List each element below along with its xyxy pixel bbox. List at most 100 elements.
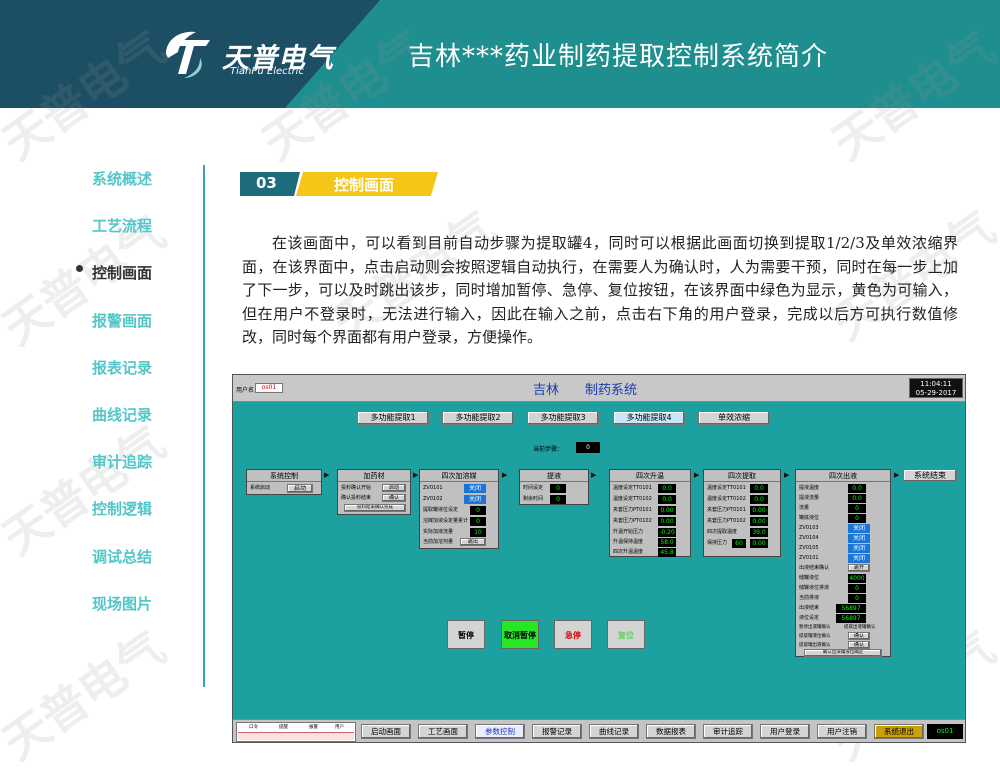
hmi-user-field: os01 (255, 383, 283, 393)
hmi-tab-extract-3[interactable]: 多功能提取3 (527, 411, 599, 425)
sidebar-active-bullet (76, 265, 83, 272)
discharge-confirm-button[interactable]: 确认 (848, 641, 870, 649)
panel-row-label: 当前加溶剂量 (423, 539, 454, 545)
nav-data-report[interactable]: 数据报表 (646, 724, 696, 739)
value-readout: 10 (470, 528, 486, 537)
value-readout: 0.0 (848, 494, 866, 503)
add-material-start-button[interactable]: 启动 (382, 484, 406, 492)
panel-row-label: 提取罐出液确认 (799, 643, 831, 648)
valve-state: 关闭 (848, 554, 870, 563)
header-banner: 天普电气 TianPu Electric 吉林***药业制药提取控制系统简介 (0, 0, 1000, 108)
panel-row-label: 出液结束 (799, 605, 820, 611)
panel-row-label: 确认投料结束 (341, 495, 372, 501)
cancel-pause-button[interactable]: 取消暂停 (501, 620, 539, 649)
arrow-icon: ▶ (694, 471, 700, 479)
watermark: 天普电气 (0, 620, 175, 771)
hmi-tab-extract-1[interactable]: 多功能提取1 (357, 411, 429, 425)
discharge-footer-button[interactable]: 确认出液罐液位确定 (804, 649, 882, 657)
hmi-bottom-bar: 口令 提醒 报警 用户 启动画面 工艺画面 参数控制 报警记录 曲线记录 数据报… (233, 719, 965, 742)
nav-parameter-control[interactable]: 参数控制 (475, 724, 525, 739)
value-readout: 0 (848, 584, 866, 593)
sidebar-item-debug[interactable]: 调试总结 (92, 548, 153, 566)
nav-user-logout[interactable]: 用户注销 (817, 724, 867, 739)
status-col-label: 提醒 (279, 725, 288, 730)
value-readout: 0.00 (750, 539, 768, 548)
value-readout: 45.8 (658, 548, 676, 557)
hmi-tab-extract-2[interactable]: 多功能提取2 (442, 411, 514, 425)
emergency-stop-button[interactable]: 急停 (554, 620, 592, 649)
hmi-panel-discharge: 四次出液 提液温度 0.0 提液流量 0.0 流量 0 罐底液位 0 ZV010… (795, 469, 891, 657)
value-readout: 0 (848, 594, 866, 603)
panel-row-label: 储罐液位排液 (799, 585, 830, 591)
hmi-panel-extract-4: 四次提取 温度设定TT0101 0.0 温度设定TT0102 0.0 夹套压力P… (703, 469, 781, 557)
panel-row-label: 剩余时间 (523, 496, 544, 502)
system-start-button[interactable]: 启动 (287, 484, 313, 493)
logo-english-text: TianPu Electric (230, 66, 304, 77)
value-readout: 60 (732, 539, 746, 548)
value-readout: 4000 (848, 574, 866, 583)
sidebar-item-logic[interactable]: 控制逻辑 (92, 500, 153, 518)
nav-process-screen[interactable]: 工艺画面 (418, 724, 468, 739)
panel-row-label: 出液结束确认 (799, 565, 830, 571)
discharge-confirm-button[interactable]: 确认 (848, 632, 870, 640)
add-material-footer-button[interactable]: 投料结束确认完成 (344, 504, 406, 512)
nav-curve-record[interactable]: 曲线记录 (589, 724, 639, 739)
system-end-button[interactable]: 系统结束 (903, 469, 957, 482)
nav-startup-screen[interactable]: 启动画面 (361, 724, 411, 739)
panel-row-label: 实际加液流量 (423, 529, 454, 535)
sidebar-item-overview[interactable]: 系统概述 (92, 170, 153, 188)
value-readout: 39.0 (750, 528, 768, 537)
valve-state: 关闭 (848, 534, 870, 543)
panel-row-label: 储罐液位 (799, 575, 820, 581)
pause-button[interactable]: 暂停 (447, 620, 485, 649)
panel-row-label: 投料确认开始 (341, 485, 372, 491)
panel-row-label: ZV0105 (799, 545, 819, 551)
panel-row-label: 夹套压力PT0102 (707, 518, 746, 524)
hmi-clock-date: 05-29-2017 (915, 389, 957, 397)
hmi-panel-heat-solvent: 四次加溶媒 ZV0101 关闭 ZV0102 关闭 提取罐液位设定 0 溶媒加液… (419, 469, 499, 549)
panel-row-label: 夹套压力PT0101 (613, 507, 652, 513)
sidebar-item-alarm[interactable]: 报警画面 (92, 312, 153, 330)
section-title: 控制画面 (296, 172, 438, 196)
status-col-label: 用户 (335, 725, 344, 730)
arrow-icon: ▶ (894, 471, 900, 479)
sidebar-item-process[interactable]: 工艺流程 (92, 217, 153, 235)
value-readout: 0 (470, 506, 486, 515)
add-material-confirm-button[interactable]: 确认 (382, 494, 406, 502)
panel-row-label: 温度设定TT0102 (613, 496, 652, 502)
hmi-screen: 用户名 os01 吉林 制药系统 11:04:11 05-29-2017 多功能… (232, 374, 966, 743)
nav-system-exit[interactable]: 系统退出 (874, 724, 924, 739)
hmi-tab-single-concentrate[interactable]: 单效浓缩 (698, 411, 770, 425)
watermark: 天普电气 (0, 415, 175, 566)
skip-button[interactable]: 跳出 (460, 538, 486, 546)
nav-audit-trail[interactable]: 审计追踪 (703, 724, 753, 739)
sidebar-item-control[interactable]: 控制画面 (92, 264, 153, 282)
panel-row-label: 温度设定TT0101 (613, 485, 652, 491)
sidebar-item-audit[interactable]: 审计追踪 (92, 453, 153, 471)
page-title: 吉林***药业制药提取控制系统简介 (408, 42, 829, 72)
sidebar-item-report[interactable]: 报表记录 (92, 359, 153, 377)
value-readout: 56897 (836, 604, 866, 613)
nav-user-login[interactable]: 用户登录 (760, 724, 810, 739)
panel-row-label: 时间设定 (523, 485, 544, 491)
reset-button[interactable]: 复位 (607, 620, 645, 649)
panel-row-label: 夹套压力PT0102 (613, 518, 652, 524)
tianpu-logo-icon (166, 31, 210, 78)
hmi-title-bar: 用户名 os01 吉林 制药系统 11:04:11 05-29-2017 (233, 375, 965, 402)
value-readout: 0.0 (848, 484, 866, 493)
panel-row-label: 提液温度 (799, 485, 820, 491)
nav-alarm-record[interactable]: 报警记录 (532, 724, 582, 739)
hmi-tab-extract-4[interactable]: 多功能提取4 (613, 411, 685, 425)
panel-row-label: 温度设定TT0102 (707, 496, 746, 502)
panel-title: 系统控制 (247, 470, 321, 482)
hmi-current-step-label: 当前步骤： (533, 446, 564, 453)
sidebar-item-curve[interactable]: 曲线记录 (92, 406, 153, 424)
panel-row-label: 提液流量 (799, 495, 820, 501)
valve-state: 关闭 (464, 495, 486, 504)
hmi-panel-extract: 提液 时间设定 0 剩余时间 0 (519, 469, 589, 505)
valve-state: 关闭 (464, 484, 486, 493)
sidebar-item-photos[interactable]: 现场图片 (92, 595, 153, 613)
value-readout: 0.0 (658, 495, 676, 504)
discharge-skip-button[interactable]: 跳开 (848, 564, 870, 572)
panel-row-label: 夹套压力PT0101 (707, 507, 746, 513)
